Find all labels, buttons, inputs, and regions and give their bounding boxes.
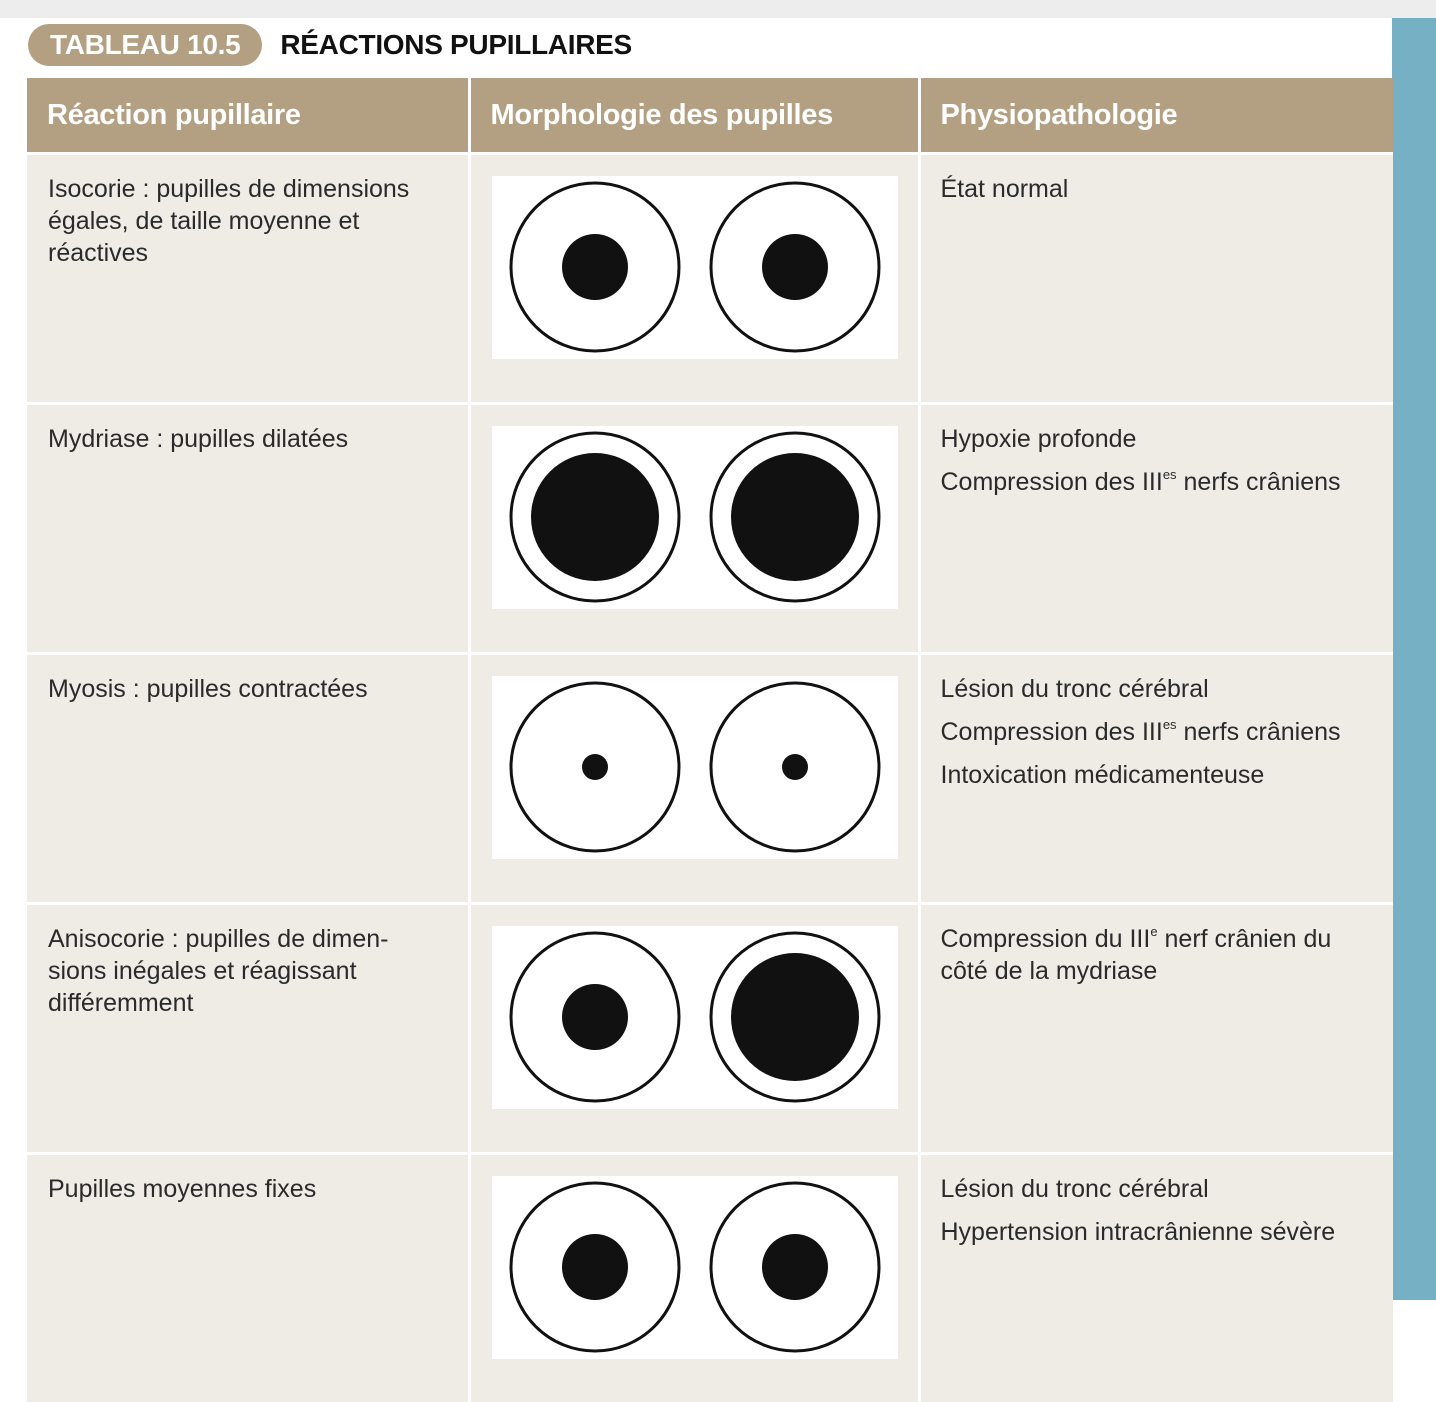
table-row: Anisocorie : pupilles de dimen- sions in… [27, 904, 1393, 1154]
pupil-diagram [492, 426, 898, 609]
table-number-badge: TABLEAU 10.5 [28, 24, 262, 66]
physiopathology-cell: Compression du IIIe nerf crânien du côté… [919, 904, 1393, 1154]
pupil-diagram [492, 926, 898, 1109]
physiopathology-cell: État normal [919, 154, 1393, 404]
eye-left-icon [511, 683, 679, 851]
physiopathology-item: Compression des IIIes nerfs crâniens [941, 466, 1374, 498]
physiopathology-item: Compression du IIIe nerf crânien du côté… [941, 923, 1374, 987]
morphology-cell [469, 154, 919, 404]
physiopathology-text: Intoxication médicamenteuse [941, 761, 1265, 789]
reaction-text: Pupilles moyennes fixes [48, 1175, 316, 1203]
pupil-diagram [492, 176, 898, 359]
eye-left-icon [511, 933, 679, 1101]
pupil-right [782, 754, 808, 780]
physiopathology-text: Lésion du tronc cérébral [941, 1175, 1209, 1203]
table-row: Myosis : pupilles contractées Lésion du t… [27, 654, 1393, 904]
pupil-left [582, 754, 608, 780]
reaction-text: Mydriase : pupilles dilatées [48, 425, 348, 453]
side-accent-bar [1392, 18, 1436, 1300]
table-caption: TABLEAU 10.5 RÉACTIONS PUPILLAIRES [28, 22, 632, 68]
physiopathology-text: Compression des III [941, 718, 1163, 746]
ordinal-superscript: es [1163, 717, 1177, 732]
pupil-right [762, 1234, 828, 1300]
pupil-diagram [492, 1176, 898, 1359]
eye-left-icon [511, 1183, 679, 1351]
physiopathology-item: Compression des IIIes nerfs crâniens [941, 716, 1374, 748]
reaction-text: Myosis : pupilles contractées [48, 675, 368, 703]
physiopathology-item: Hypoxie profonde [941, 423, 1374, 455]
table-title: RÉACTIONS PUPILLAIRES [280, 29, 632, 61]
reaction-cell: Mydriase : pupilles dilatées [27, 404, 469, 654]
eye-left-icon [511, 183, 679, 351]
eye-right-icon [711, 183, 879, 351]
physiopathology-text-continuation: nerfs crâniens [1177, 718, 1341, 746]
eye-right-icon [711, 1183, 879, 1351]
ordinal-superscript: es [1163, 467, 1177, 482]
eye-right-icon [711, 433, 879, 601]
table-row: Mydriase : pupilles dilatées Hypoxie prof… [27, 404, 1393, 654]
physiopathology-text: Hypoxie profonde [941, 425, 1137, 453]
reaction-text: Isocorie : pupilles de dimensions égales… [48, 175, 409, 267]
reaction-cell: Isocorie : pupilles de dimensions égales… [27, 154, 469, 404]
physiopathology-item: Hypertension intracrânienne sévère [941, 1216, 1374, 1248]
eye-right-icon [711, 933, 879, 1101]
physiopathology-item: Intoxication médicamenteuse [941, 759, 1374, 791]
physiopathology-text-continuation: nerfs crâniens [1177, 468, 1341, 496]
physiopathology-text: État normal [941, 175, 1069, 203]
reaction-text: Anisocorie : pupilles de dimen- sions in… [48, 925, 388, 1017]
pupil-right [731, 953, 859, 1081]
physiopathology-item: État normal [941, 173, 1374, 205]
pupil-diagram [492, 676, 898, 859]
eye-left-icon [511, 433, 679, 601]
morphology-cell [469, 1154, 919, 1402]
pupil-reactions-table: Réaction pupillaire Morphologie des pupi… [27, 78, 1393, 1402]
reaction-cell: Myosis : pupilles contractées [27, 654, 469, 904]
ordinal-superscript: e [1150, 924, 1157, 939]
column-header-physiopathology: Physiopathologie [919, 78, 1393, 154]
reaction-cell: Pupilles moyennes fixes [27, 1154, 469, 1402]
eye-right-icon [711, 683, 879, 851]
physiopathology-text: Hypertension intracrânienne sévère [941, 1218, 1336, 1246]
table-row: Pupilles moyennes fixes Lésion du tronc c… [27, 1154, 1393, 1402]
pupil-left [531, 453, 659, 581]
column-header-morphology: Morphologie des pupilles [469, 78, 919, 154]
pupil-left [562, 984, 628, 1050]
pupil-right [762, 234, 828, 300]
morphology-cell [469, 654, 919, 904]
column-header-reaction: Réaction pupillaire [27, 78, 469, 154]
table-row: Isocorie : pupilles de dimensions égales… [27, 154, 1393, 404]
pupil-left [562, 234, 628, 300]
morphology-cell [469, 404, 919, 654]
physiopathology-text: Compression des III [941, 468, 1163, 496]
physiopathology-item: Lésion du tronc cérébral [941, 673, 1374, 705]
morphology-cell [469, 904, 919, 1154]
physiopathology-item: Lésion du tronc cérébral [941, 1173, 1374, 1205]
reaction-cell: Anisocorie : pupilles de dimen- sions in… [27, 904, 469, 1154]
pupil-right [731, 453, 859, 581]
pupil-left [562, 1234, 628, 1300]
physiopathology-text: Compression du III [941, 925, 1151, 953]
physiopathology-text: Lésion du tronc cérébral [941, 675, 1209, 703]
table-header-row: Réaction pupillaire Morphologie des pupi… [27, 78, 1393, 154]
top-bar [0, 0, 1436, 18]
